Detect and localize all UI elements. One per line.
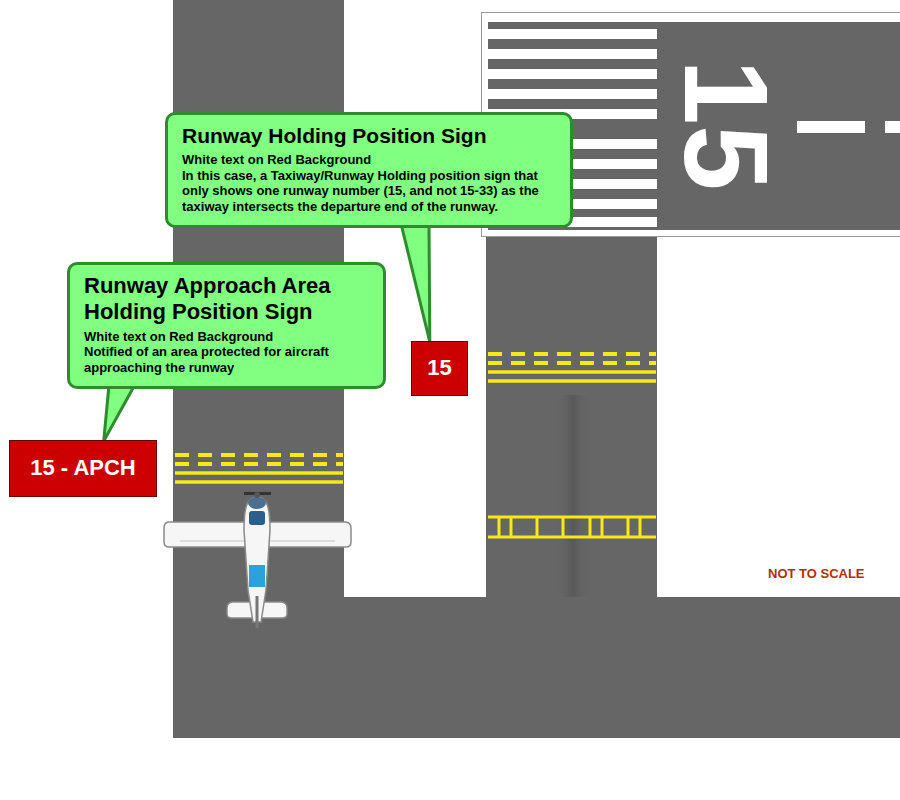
threshold-stripe [488,29,657,39]
airplane [164,492,351,628]
callout-body: In this case, a Taxiway/Runway Holding p… [182,168,556,215]
callout-pointer [401,224,430,342]
cowling [248,497,266,509]
dashed-hold-line [175,453,343,457]
spinner [254,492,260,498]
ladder-rung [601,517,604,537]
callout-heading: Runway Holding Position Sign [182,123,556,148]
connector-taxiway [486,237,657,597]
ladder-rung [639,517,642,537]
callout-heading: Runway Approach Area Holding Position Si… [84,273,369,326]
dashed-hold-line [488,361,656,365]
callout-bubble: Runway Approach Area Holding Position Si… [67,262,386,389]
ladder-rung [589,517,592,537]
solid-hold-line [175,480,343,484]
solid-hold-line [175,471,343,475]
ladder-rung [498,517,501,537]
callout-body: White text on Red Background [84,329,369,345]
dashed-hold-line [488,352,656,356]
holding-position-sign: 15 - APCH [9,440,157,497]
callout-body: White text on Red Background [182,152,556,168]
centerline-dash [885,121,900,133]
windshield [249,511,265,525]
runway-number: 15 [667,59,785,190]
scale-note: NOT TO SCALE [768,567,865,580]
callout-pointer [104,385,135,441]
ladder-rung [562,517,565,537]
lower-taxiway [173,597,900,738]
callout-body: Notified of an area protected for aircra… [84,344,369,375]
ladder-rail [488,536,656,539]
ils-critical-area-marking [488,517,656,537]
sign-text: 15 - APCH [30,456,136,480]
fuselage-stripe [249,565,265,587]
tail-fin [256,596,259,628]
callout-bubble: Runway Holding Position SignWhite text o… [165,112,573,228]
dashed-hold-line [175,462,343,466]
centerline-dash [797,121,865,133]
ladder-rail [488,516,656,519]
ladder-rung [510,517,513,537]
holding-position-sign: 15 [411,341,468,396]
threshold-stripe [488,69,657,79]
ladder-rung [536,517,539,537]
threshold-stripe [488,89,657,99]
solid-hold-line [488,379,656,383]
threshold-stripe [488,49,657,59]
ladder-rung [627,517,630,537]
solid-hold-line [488,370,656,374]
tire-marks [555,395,591,597]
sign-text: 15 [427,356,451,380]
